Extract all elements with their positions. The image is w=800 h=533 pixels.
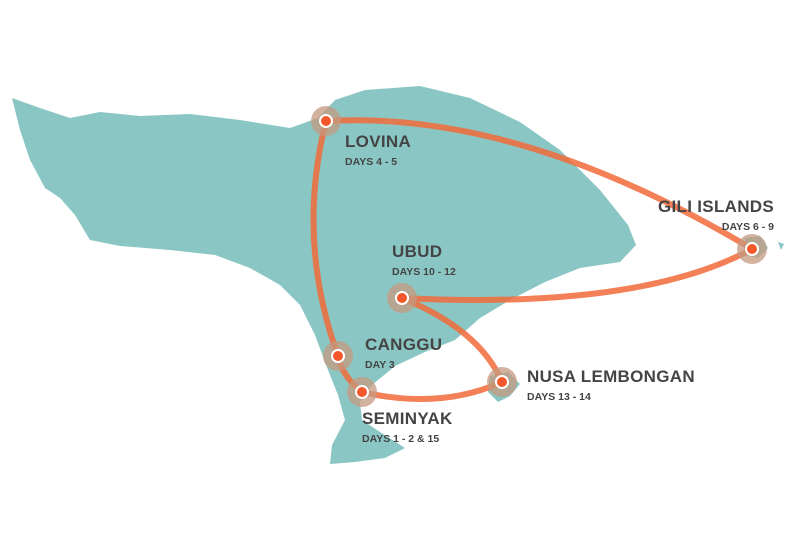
label-gili: GILI ISLANDS DAYS 6 - 9 (658, 197, 774, 233)
label-ubud: UBUD DAYS 10 - 12 (392, 242, 456, 278)
destination-days: DAYS 1 - 2 & 15 (362, 433, 440, 445)
destination-name: NUSA LEMBONGAN (527, 367, 695, 386)
bali-island (12, 86, 636, 464)
marker-nusa-lembongan[interactable] (487, 367, 517, 397)
destination-days: DAYS 6 - 9 (721, 221, 774, 233)
destination-name: SEMINYAK (362, 409, 453, 428)
label-seminyak: SEMINYAK DAYS 1 - 2 & 15 (362, 409, 453, 445)
marker-gili[interactable] (737, 234, 767, 264)
destination-days: DAYS 10 - 12 (392, 266, 456, 278)
route-gili-ubud (399, 246, 755, 303)
destination-days: DAYS 4 - 5 (345, 156, 398, 168)
destination-name: GILI ISLANDS (658, 197, 774, 216)
route-nusa-seminyak (359, 379, 505, 403)
marker-lovina[interactable] (311, 106, 341, 136)
marker-seminyak[interactable] (347, 377, 377, 407)
marker-canggu[interactable] (323, 341, 353, 371)
route-lovina-gili (323, 117, 755, 252)
destination-name: CANGGU (365, 335, 443, 354)
label-canggu: CANGGU DAY 3 (365, 335, 442, 371)
markers (311, 106, 767, 407)
marker-ubud[interactable] (387, 283, 417, 313)
destination-days: DAY 3 (365, 359, 395, 371)
destination-name: LOVINA (345, 132, 412, 151)
destination-name: UBUD (392, 242, 443, 261)
label-lovina: LOVINA DAYS 4 - 5 (345, 132, 411, 168)
destination-days: DAYS 13 - 14 (527, 391, 591, 403)
route-seminyak-canggu-lovina (310, 118, 365, 395)
label-nusa-lembongan: NUSA LEMBONGAN DAYS 13 - 14 (527, 367, 695, 403)
